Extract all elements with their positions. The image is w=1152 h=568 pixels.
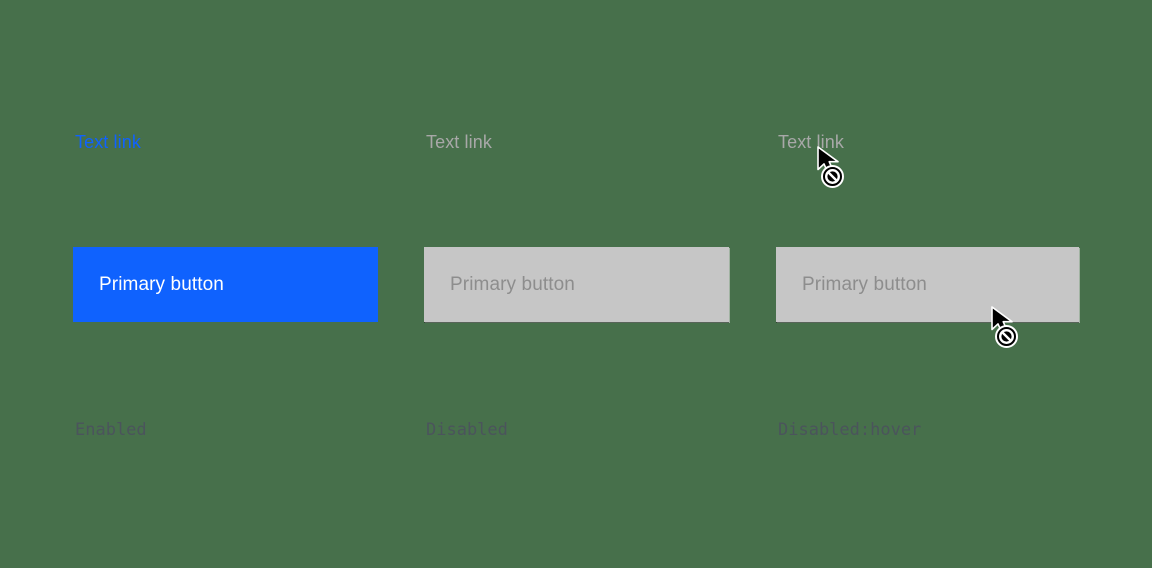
column-disabled: Text link Primary button Disabled bbox=[424, 0, 729, 568]
column-enabled: Text link Primary button Enabled bbox=[73, 0, 378, 568]
state-label-enabled: Enabled bbox=[75, 420, 147, 440]
text-link-disabled[interactable]: Text link bbox=[426, 132, 492, 152]
text-link-disabled-hover[interactable]: Text link bbox=[778, 132, 844, 152]
column-disabled-hover: Text link Primary button Disabled:hover bbox=[776, 0, 1079, 568]
primary-button-disabled-hover[interactable]: Primary button bbox=[776, 247, 1079, 322]
text-link-enabled[interactable]: Text link bbox=[75, 132, 141, 152]
state-label-disabled: Disabled bbox=[426, 420, 508, 440]
primary-button-disabled[interactable]: Primary button bbox=[424, 247, 729, 322]
state-label-disabled-hover: Disabled:hover bbox=[778, 420, 922, 440]
primary-button-enabled[interactable]: Primary button bbox=[73, 247, 378, 322]
